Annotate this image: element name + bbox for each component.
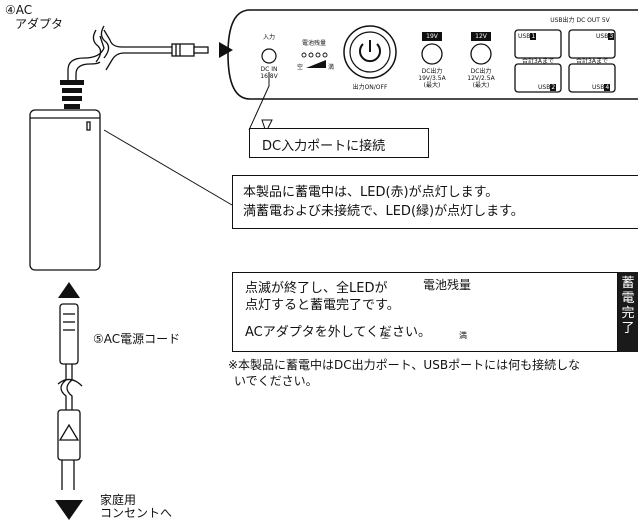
charging-complete-box: 点滅が終了し、全LEDが 点灯すると蓄電完了です。 ACアダプタを外してください… bbox=[232, 272, 618, 352]
tab-char3: 完 bbox=[621, 306, 635, 321]
outlet-label: 家庭用 コンセントへ bbox=[100, 494, 172, 520]
complete-line1: 点滅が終了し、全LEDが bbox=[245, 281, 388, 296]
usb3-text: USB bbox=[596, 33, 609, 40]
dc12-line2: 12V/2.5A bbox=[467, 75, 495, 82]
warning-note: ※本製品に蓄電中はDC出力ポート、USBポートには何も接続しな いでください。 bbox=[228, 357, 580, 389]
usb-ports bbox=[514, 29, 616, 93]
usb2-text: USB bbox=[538, 84, 551, 91]
dc-in-line1: DC IN bbox=[260, 66, 278, 73]
tab-char2: 電 bbox=[621, 291, 635, 306]
usb4-text: USB bbox=[592, 84, 605, 91]
input-label: 入力 bbox=[262, 34, 275, 41]
dc19-line3: (最大) bbox=[423, 82, 441, 89]
dc19-label: DC出力 19V/3.5A (最大) bbox=[416, 68, 448, 89]
complete-battery-title: 電池残量 bbox=[423, 278, 472, 292]
usb1-text: USB bbox=[518, 33, 531, 40]
usb2-num: 2 bbox=[550, 84, 557, 91]
ac-cord bbox=[57, 303, 83, 490]
charging-complete-tab: 蓄 電 完 了 bbox=[618, 272, 638, 352]
usb1-num: 1 bbox=[530, 33, 537, 40]
outlet-label-line1: 家庭用 bbox=[100, 493, 137, 507]
cord-label: ⑤AC電源コード bbox=[93, 332, 181, 346]
complete-line2: 点灯すると蓄電完了です。 bbox=[245, 298, 400, 313]
tab-char4: 了 bbox=[621, 321, 635, 336]
warning-line1: ※本製品に蓄電中はDC出力ポート、USBポートには何も接続しな bbox=[228, 358, 581, 372]
complete-scale-full: 満 bbox=[459, 331, 467, 340]
arrow-down-icon bbox=[55, 500, 83, 520]
callout-dc-text: DC入力ポートに接続 bbox=[262, 139, 386, 154]
strain-relief bbox=[60, 80, 84, 109]
dc-in-label: DC IN 16.8V bbox=[255, 66, 283, 80]
battery-empty-mark: 空 bbox=[296, 64, 303, 71]
dc19-line2: 19V/3.5A bbox=[418, 75, 446, 82]
usb4-num: 4 bbox=[604, 84, 611, 91]
dc19-port-icon bbox=[421, 43, 443, 65]
callout-dc-input: DC入力ポートに接続 bbox=[249, 128, 429, 158]
arrow-up-icon bbox=[58, 282, 80, 298]
usb-total-left: 合計3Aまで bbox=[522, 58, 554, 65]
dc12-label: DC出力 12V/2.5A (最大) bbox=[465, 68, 497, 89]
power-label: 出力ON/OFF bbox=[352, 84, 388, 91]
dc12-port-icon bbox=[470, 43, 492, 65]
dc12-line1: DC出力 bbox=[470, 68, 492, 75]
tab-char1: 蓄 bbox=[621, 276, 635, 291]
callout-led-line1: 本製品に蓄電中は、LED(赤)が点灯します。 bbox=[243, 185, 499, 200]
usb2-label: USB2 bbox=[538, 84, 558, 91]
dc12-line3: (最大) bbox=[472, 82, 490, 89]
dc-in-line2: 16.8V bbox=[260, 73, 278, 80]
outlet-label-line2: コンセントへ bbox=[100, 506, 173, 520]
usb4-label: USB4 bbox=[592, 84, 612, 91]
dc12-badge: 12V bbox=[471, 32, 491, 41]
adapter-label-line1: ④AC bbox=[5, 3, 33, 17]
usb1-label: USB1 bbox=[518, 33, 538, 40]
adapter-cable bbox=[67, 25, 172, 80]
usb3-label: USB3 bbox=[596, 33, 616, 40]
dc19-badge: 19V bbox=[422, 32, 442, 41]
battery-small-label: 電池残量 bbox=[301, 40, 326, 47]
callout-leaders bbox=[103, 72, 273, 206]
complete-line3: ACアダプタを外してください。 bbox=[245, 325, 431, 340]
usb-total-right: 合計3Aまで bbox=[576, 58, 608, 65]
adapter-label: ④AC アダプタ bbox=[5, 3, 63, 31]
complete-scale-empty: 空 bbox=[381, 331, 389, 340]
warning-line2: いでください。 bbox=[234, 374, 318, 388]
adapter-label-line2: アダプタ bbox=[15, 17, 64, 31]
arrow-right-icon bbox=[219, 42, 233, 58]
usb3-num: 3 bbox=[608, 33, 615, 40]
battery-leds bbox=[301, 52, 328, 58]
dc19-line1: DC出力 bbox=[421, 68, 443, 75]
power-bank-device bbox=[227, 9, 638, 100]
dc-in-port-icon bbox=[261, 48, 277, 64]
battery-level-wedge bbox=[306, 60, 326, 68]
callout-led: 本製品に蓄電中は、LED(赤)が点灯します。 満蓄電および未接続で、LED(緑)… bbox=[232, 175, 638, 229]
power-button-icon bbox=[343, 25, 397, 79]
dc-plug-icon bbox=[171, 43, 209, 57]
battery-full-mark: 満 bbox=[327, 64, 334, 71]
callout-led-line2: 満蓄電および未接続で、LED(緑)が点灯します。 bbox=[243, 204, 524, 219]
usb-header: USB出力 DC OUT 5V bbox=[550, 17, 610, 24]
ac-adapter-brick bbox=[29, 109, 101, 271]
